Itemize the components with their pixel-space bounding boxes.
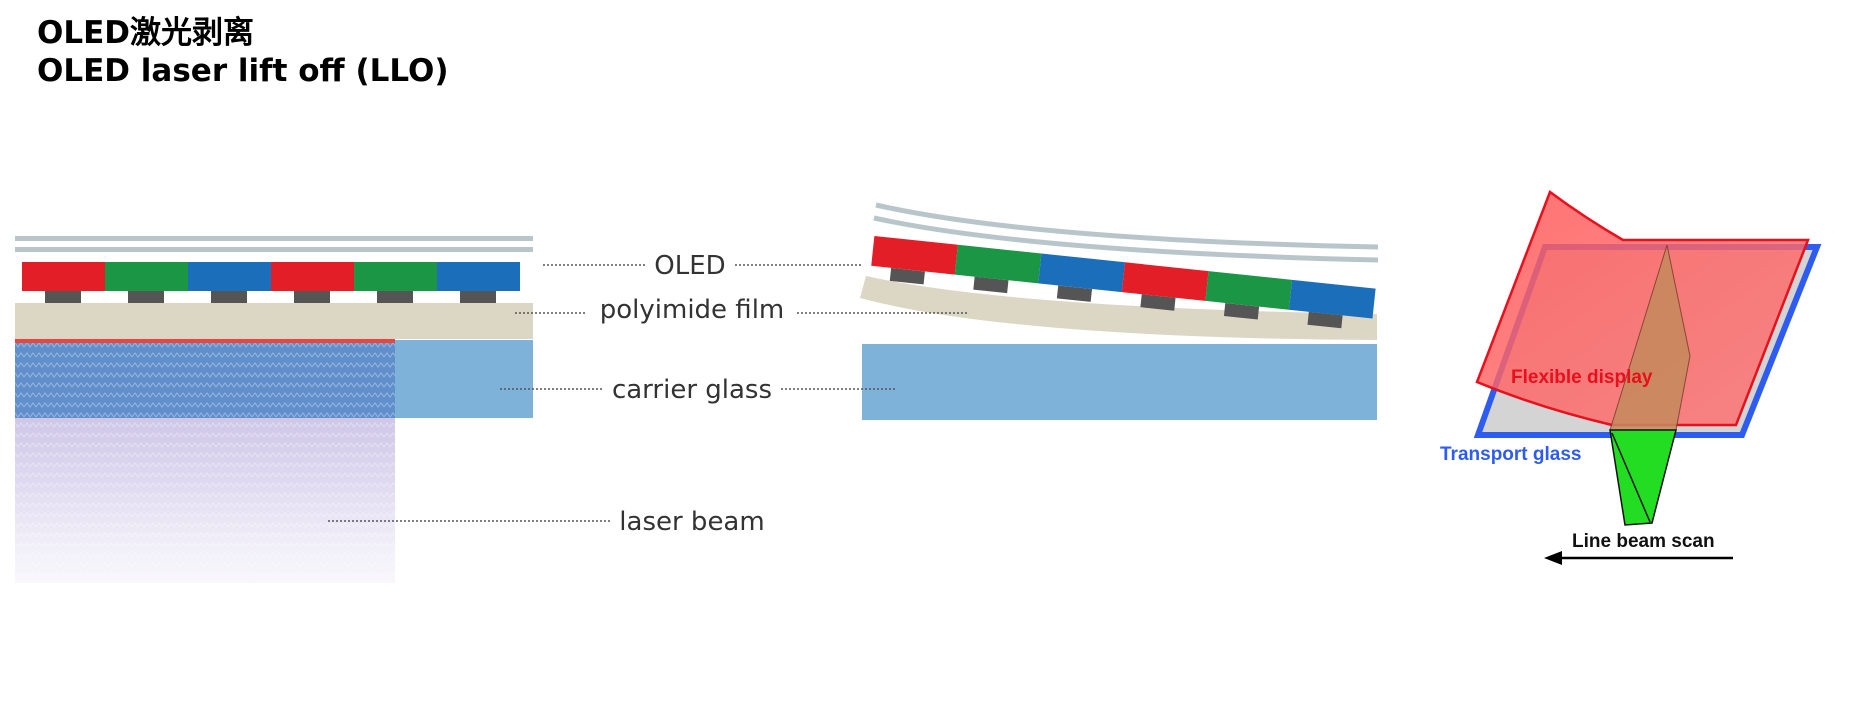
left-stack	[15, 236, 533, 583]
label-carrier-glass: carrier glass	[612, 375, 772, 405]
label-polyimide-film: polyimide film	[600, 295, 785, 325]
label-transport-glass: Transport glass	[1440, 444, 1582, 465]
cover-curve-2	[873, 215, 1379, 263]
line-beam-lower	[1609, 429, 1677, 526]
label-line-beam-scan: Line beam scan	[1572, 531, 1715, 552]
leader-lines	[328, 264, 968, 522]
carrier-glass-right	[862, 344, 1377, 420]
cover-curve-1	[875, 202, 1379, 250]
irradiated-glass-texture	[15, 340, 395, 418]
title-chinese: OLED激光剥离	[37, 15, 255, 51]
tft-row-left	[45, 291, 496, 303]
label-oled: OLED	[654, 251, 725, 281]
line-beam-edge	[1611, 432, 1651, 523]
title-english: OLED laser lift off (LLO)	[37, 53, 449, 89]
right-diagram: Flexible display Transport glass Line be…	[1440, 190, 1822, 565]
label-flexible-display: Flexible display	[1511, 367, 1653, 388]
polyimide-film-left	[15, 303, 533, 339]
cover-line-2	[15, 247, 533, 252]
laser-interface-line	[15, 339, 395, 343]
pixel-row-left	[22, 262, 520, 291]
middle-stack	[860, 202, 1379, 420]
title-block: OLED激光剥离 OLED laser lift off (LLO)	[37, 14, 449, 90]
polyimide-film-curved	[860, 276, 1377, 340]
tft-row-right	[889, 267, 1343, 329]
scan-arrow-head	[1544, 551, 1562, 565]
cover-line-1	[15, 236, 533, 241]
label-laser-beam: laser beam	[619, 507, 764, 537]
tilted-pixel-layer	[871, 235, 1376, 329]
